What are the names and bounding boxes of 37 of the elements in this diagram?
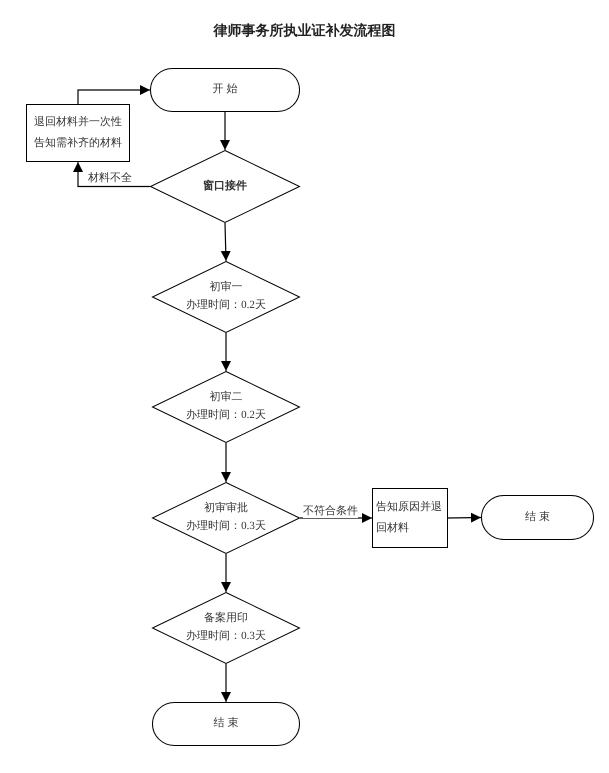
node-title: 初审一 [210,280,242,296]
arrow [448,512,481,523]
arrow [300,513,372,523]
decision-diamond [152,592,300,664]
arrow [73,162,150,188]
node-title: 开 始 [212,82,238,98]
decision-diamond [150,150,300,223]
node-title: 窗口接件 [203,178,247,194]
arrow [220,112,230,150]
process-box [372,488,448,548]
process-box [26,104,130,162]
node-title: 结 束 [214,716,238,732]
node-title: 退回材料并一次性告知需补齐的材料 [33,114,123,151]
terminal-shape [152,702,300,746]
edge-label: 不符合条件 [303,505,358,518]
processing-time: 办理时间：0.3天 [186,519,266,534]
edge-label: 材料不全 [88,172,132,186]
terminal-shape [150,68,300,112]
arrow [221,333,231,371]
decision-diamond [152,261,300,333]
arrow [221,443,231,482]
decision-diamond [152,371,300,443]
arrow [221,554,231,592]
arrow [221,664,231,702]
node-title: 初审审批 [204,500,248,516]
node-title: 告知原因并退回材料 [376,500,443,536]
node-title: 备案用印 [204,610,248,626]
node-title: 初审二 [210,390,242,406]
processing-time: 办理时间：0.2天 [186,408,266,423]
diagram-title: 律师事务所执业证补发流程图 [212,22,396,40]
arrow [77,85,150,104]
processing-time: 办理时间：0.2天 [186,298,266,313]
node-title: 结 束 [525,510,550,525]
terminal-shape [481,495,594,540]
decision-diamond [152,482,300,554]
processing-time: 办理时间：0.3天 [186,629,266,644]
arrow [220,222,231,262]
